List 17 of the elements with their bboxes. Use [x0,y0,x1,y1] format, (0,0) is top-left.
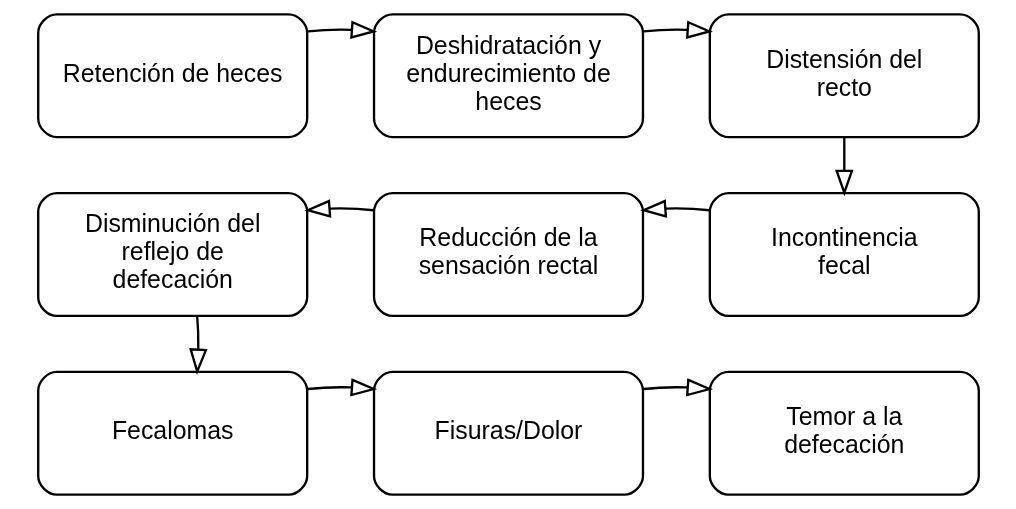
node-box: Fecalomas [36,370,308,496]
node-box: Temor a la defecación [708,370,980,496]
node-box: Fisuras/Dolor [372,370,644,496]
arrow [188,315,208,375]
arrow [834,137,854,197]
node-box: Disminución del reflejo de defecación [36,191,308,318]
node-box: Deshidratación y endurecimiento de heces [372,13,644,139]
arrow [643,20,713,40]
arrow [639,199,710,218]
arrow [307,378,377,397]
node-box: Reducción de la sensación rectal [372,191,644,318]
node-box: Distensión del recto [708,13,980,139]
node-box: Incontinencia fecal [708,191,980,318]
arrow [303,199,374,218]
arrow [307,20,377,40]
arrow [643,378,713,397]
node-box: Retención de heces [36,13,308,139]
